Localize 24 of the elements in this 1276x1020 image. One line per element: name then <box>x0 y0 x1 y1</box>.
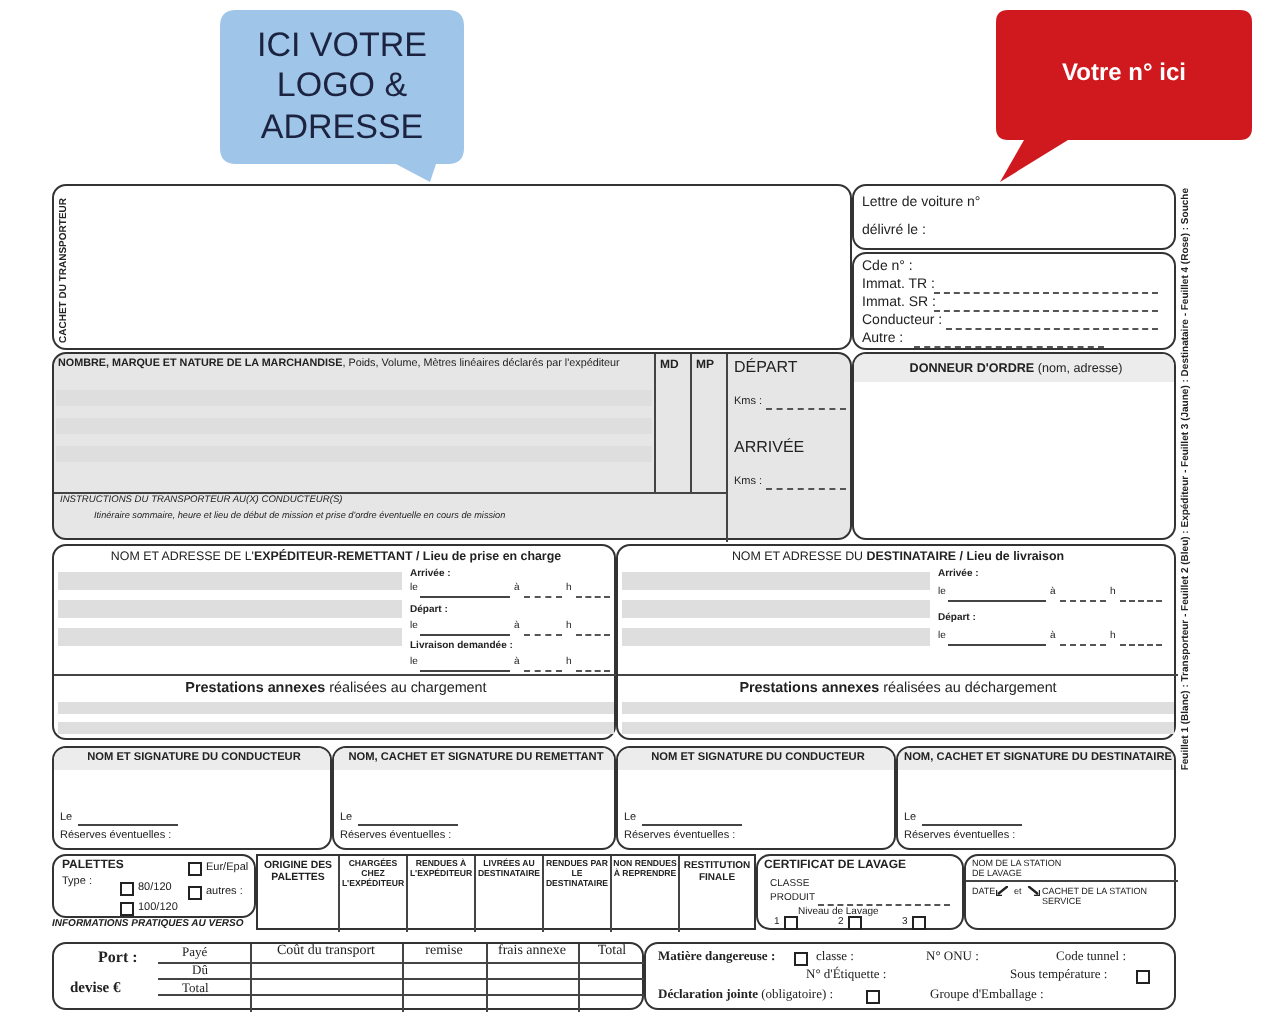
bubble-text: ICI VOTRE LOGO & ADRESSE <box>254 26 429 149</box>
form-section <box>644 942 1176 1010</box>
form-section <box>52 544 616 740</box>
form-section <box>52 942 644 1010</box>
form-section <box>964 854 1176 930</box>
form-section <box>852 352 1176 540</box>
form-section <box>52 184 852 350</box>
form-section <box>332 746 616 850</box>
form-section <box>616 544 1176 740</box>
speech-bubble <box>996 10 1252 182</box>
field-label: Port : <box>98 950 138 968</box>
section-heading: ARRIVÉE <box>734 440 805 458</box>
table <box>256 854 756 930</box>
bubble-text: Votre n° ici <box>1060 60 1188 87</box>
form-section <box>52 854 256 918</box>
form-section <box>52 352 852 540</box>
form-section <box>616 746 896 850</box>
form-section <box>52 746 332 850</box>
section-heading: DÉPART <box>734 360 798 378</box>
form-section <box>852 184 1176 250</box>
form-section <box>756 854 964 930</box>
form-section <box>852 252 1176 350</box>
speech-bubble <box>220 10 464 182</box>
form-section <box>896 746 1176 850</box>
